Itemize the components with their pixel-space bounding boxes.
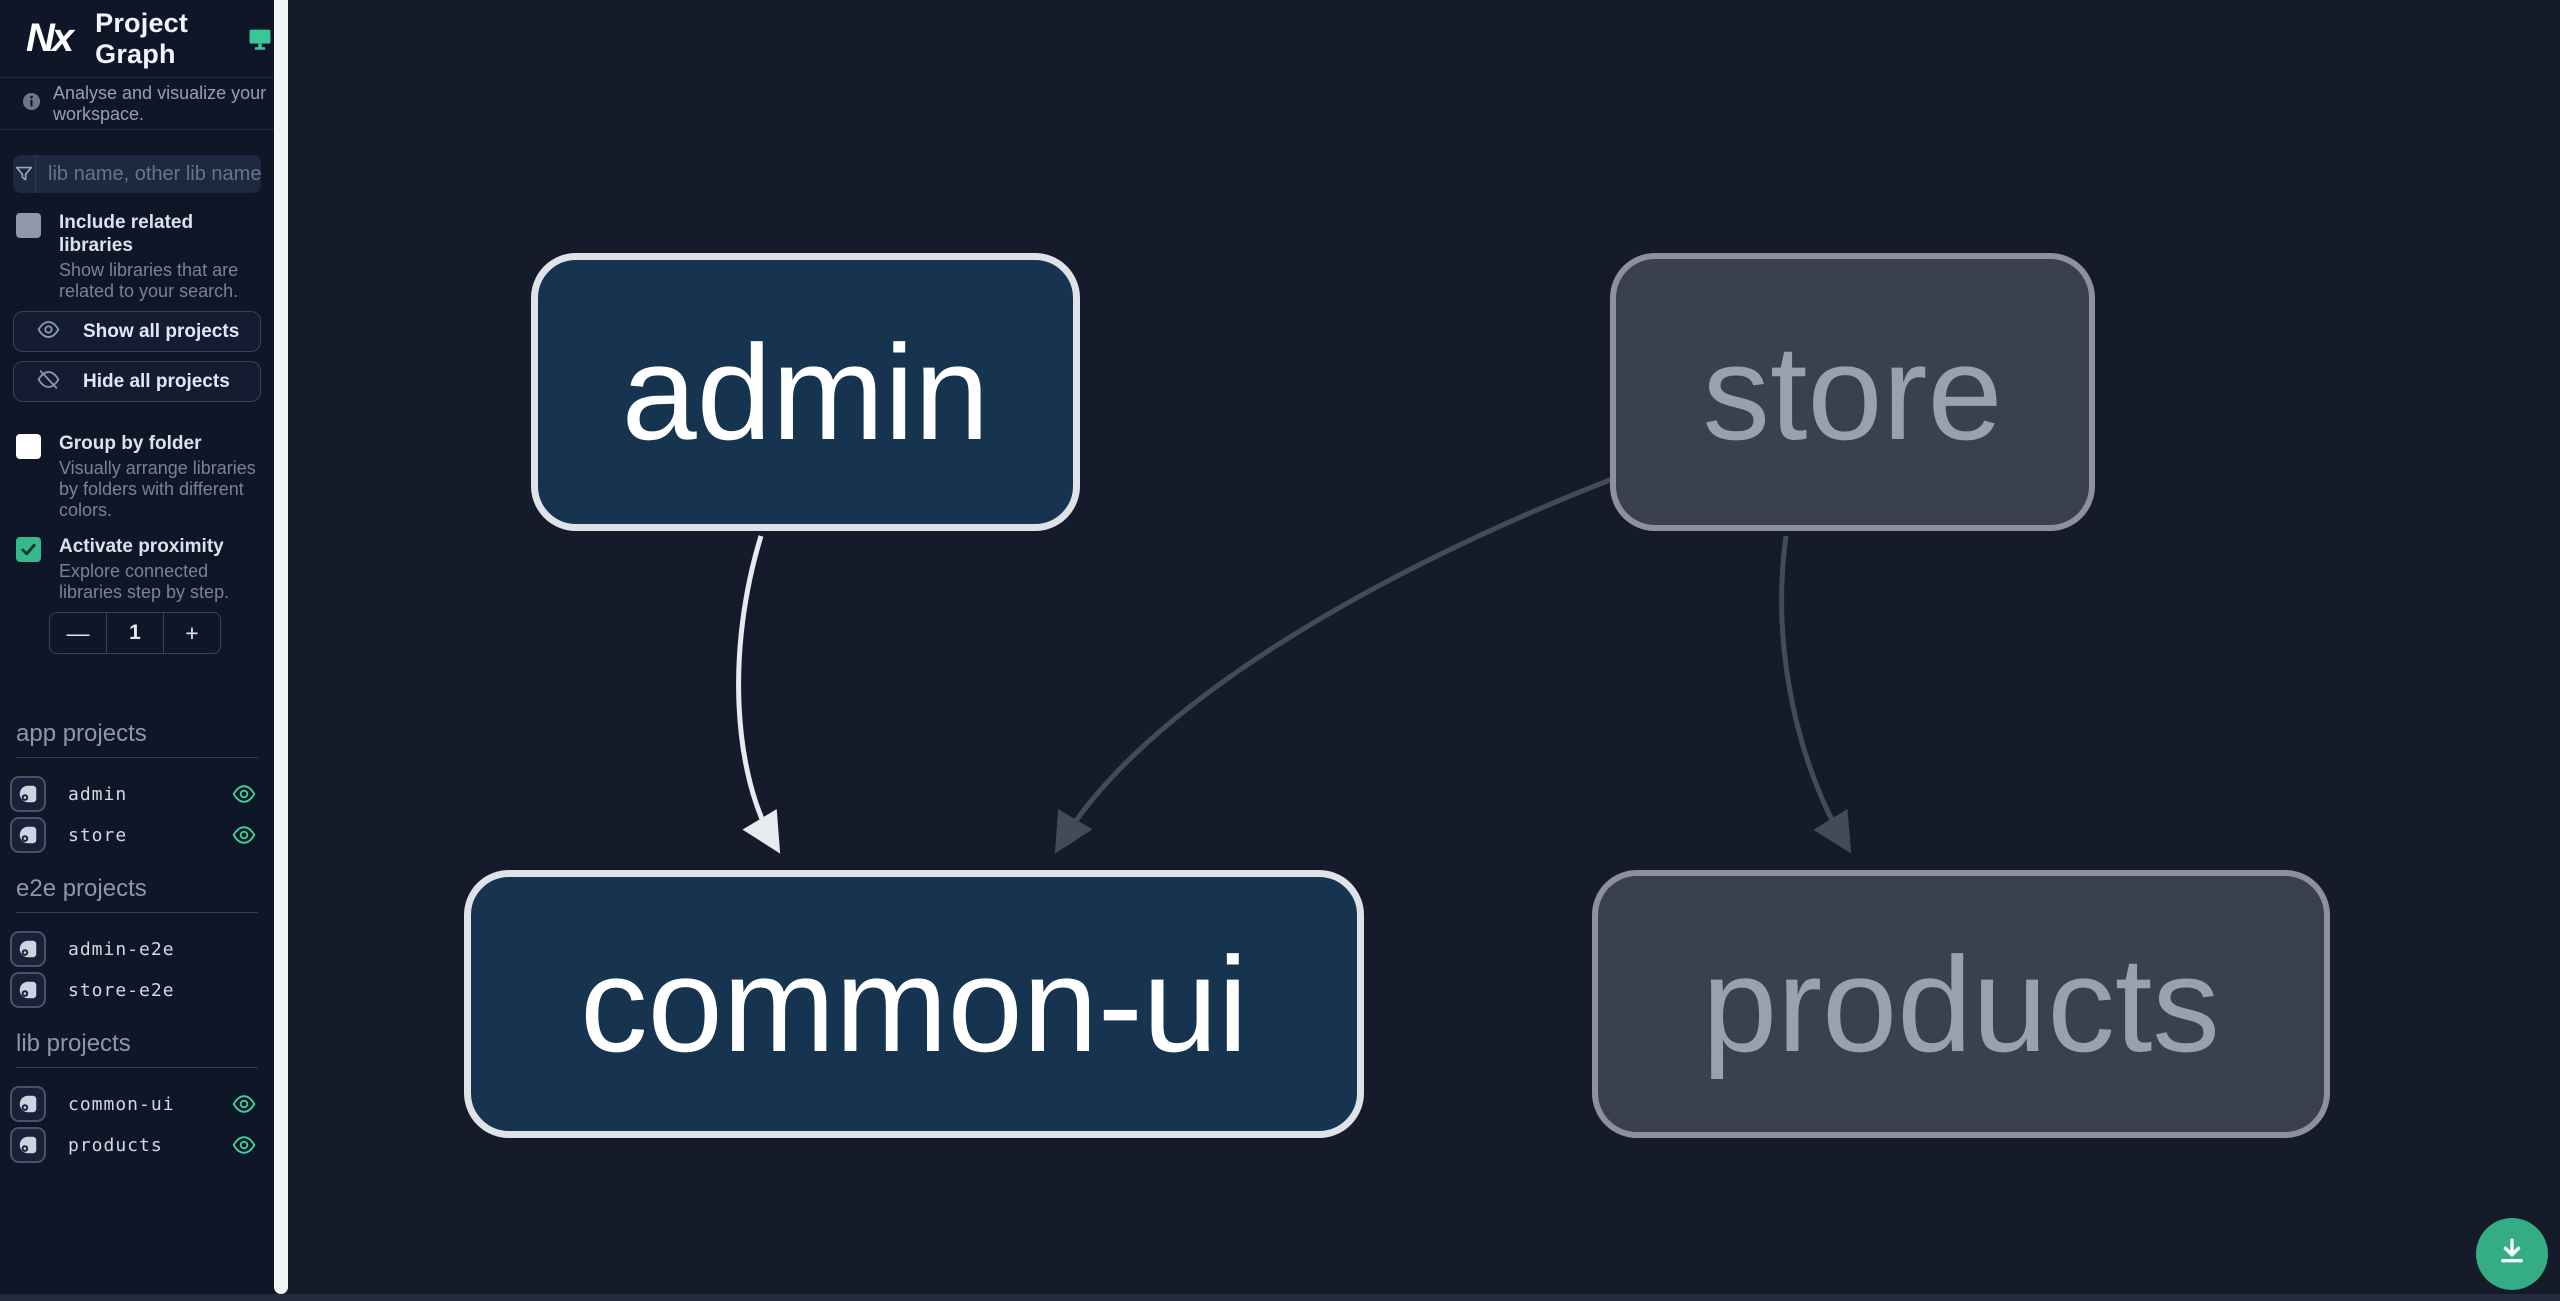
activate-proximity-checkbox[interactable] [16, 537, 41, 562]
project-name: store-e2e [68, 979, 175, 1001]
sidebar: Nx Project Graph Analyse and visualize y… [0, 0, 274, 1301]
proximity-increment-button[interactable]: + [163, 613, 220, 653]
project-icon [10, 972, 46, 1008]
sidebar-header: Nx Project Graph [0, 0, 274, 78]
info-icon [22, 92, 41, 116]
node-label: products [1702, 928, 2220, 1080]
section-header-lib-projects: lib projects [16, 1030, 258, 1068]
section-header-e2e-projects: e2e projects [16, 875, 258, 913]
filter-input[interactable] [36, 155, 261, 193]
option-include-related[interactable]: Include related libraries Show libraries… [0, 211, 274, 302]
nx-logo: Nx [26, 16, 74, 60]
proximity-decrement-button[interactable]: — [66, 619, 90, 646]
project-row-admin[interactable]: admin [10, 776, 258, 812]
activate-proximity-label: Activate proximity [59, 536, 224, 557]
option-group-by-folder[interactable]: Group by folder Visually arrange librari… [0, 432, 274, 521]
visibility-eye-icon[interactable] [230, 781, 258, 807]
download-graph-button[interactable] [2476, 1218, 2548, 1290]
group-by-folder-label: Group by folder [59, 433, 202, 454]
project-row-store[interactable]: store [10, 817, 258, 853]
node-label: admin [621, 316, 990, 468]
project-name: store [68, 824, 128, 846]
include-related-description: Show libraries that are related to your … [59, 260, 239, 301]
monitor-icon [246, 25, 274, 53]
activate-proximity-description: Explore connected libraries step by step… [59, 561, 230, 602]
project-row-store-e2e[interactable]: store-e2e [10, 972, 258, 1008]
tagline-row: Analyse and visualize your workspace. [0, 78, 274, 130]
project-row-admin-e2e[interactable]: admin-e2e [10, 931, 258, 967]
graph-edges [736, 475, 1852, 854]
hide-all-projects-button[interactable]: Hide all projects [13, 361, 261, 402]
section-header-app-projects: app projects [16, 720, 258, 758]
visibility-eye-icon[interactable] [230, 1132, 258, 1158]
funnel-icon [13, 155, 36, 193]
filter-box [13, 155, 261, 193]
download-icon [2493, 1233, 2531, 1276]
proximity-value: 1 [106, 613, 163, 653]
eye-slash-icon [36, 367, 61, 397]
node-label: store [1702, 316, 2003, 468]
visibility-eye-icon[interactable] [230, 1091, 258, 1117]
proximity-stepper: — 1 + [49, 612, 221, 654]
horizontal-scrollbar[interactable] [0, 1294, 2560, 1301]
project-name: admin [68, 783, 128, 805]
edge-store-to-common-ui[interactable] [1054, 475, 1616, 854]
project-name: products [68, 1134, 163, 1156]
project-row-products[interactable]: products [10, 1127, 258, 1163]
graph-canvas[interactable]: admin store common-ui products [288, 0, 2560, 1294]
project-name: common-ui [68, 1093, 175, 1115]
include-related-label: Include related libraries [59, 212, 194, 256]
show-all-projects-button[interactable]: Show all projects [13, 311, 261, 352]
edge-store-to-products[interactable] [1779, 535, 1852, 854]
group-by-folder-checkbox[interactable] [16, 434, 41, 459]
graph-node-store[interactable]: store [1610, 253, 2095, 531]
project-icon [10, 931, 46, 967]
page-title: Project Graph [95, 7, 189, 69]
edge-admin-to-common-ui[interactable] [736, 535, 781, 854]
tagline-text: Analyse and visualize your workspace. [53, 82, 267, 124]
group-by-folder-description: Visually arrange libraries by folders wi… [59, 458, 256, 520]
include-related-checkbox[interactable] [16, 213, 41, 238]
graph-node-admin[interactable]: admin [531, 253, 1080, 531]
graph-node-products[interactable]: products [1592, 870, 2330, 1138]
hide-all-projects-label: Hide all projects [83, 370, 230, 392]
eye-icon [36, 317, 61, 347]
project-icon [10, 776, 46, 812]
visibility-eye-icon[interactable] [230, 822, 258, 848]
project-icon [10, 1086, 46, 1122]
project-name: admin-e2e [68, 938, 175, 960]
project-icon [10, 1127, 46, 1163]
graph-node-common-ui[interactable]: common-ui [464, 870, 1364, 1138]
node-label: common-ui [580, 928, 1248, 1080]
sidebar-scrollbar[interactable] [274, 0, 288, 1294]
project-row-common-ui[interactable]: common-ui [10, 1086, 258, 1122]
show-all-projects-label: Show all projects [83, 320, 240, 342]
project-icon [10, 817, 46, 853]
option-activate-proximity[interactable]: Activate proximity Explore connected lib… [0, 535, 274, 603]
